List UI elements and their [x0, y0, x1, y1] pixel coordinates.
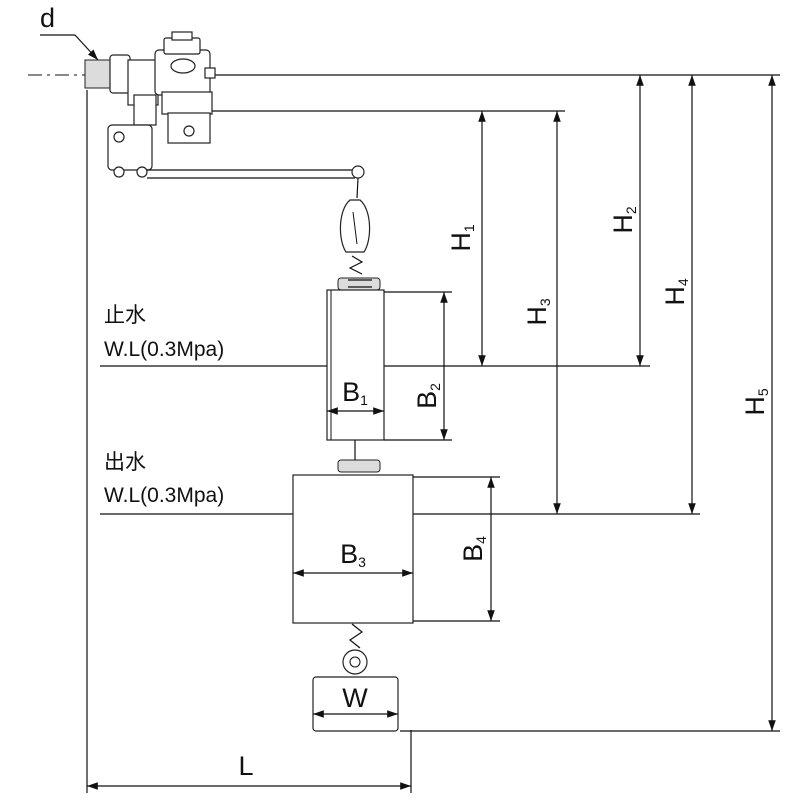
upper-float-clip — [337, 277, 381, 291]
carabiner-hook — [339, 177, 371, 275]
h2-label: H2 — [608, 206, 639, 234]
d-leader-arrow — [74, 34, 99, 61]
b1-label: B1 — [342, 377, 368, 408]
stop-water-title: 止水 — [104, 304, 146, 327]
weight-hook — [342, 623, 368, 675]
l-label: L — [238, 751, 253, 781]
upper-float — [326, 289, 385, 441]
h3-label: H3 — [522, 298, 553, 326]
h4-label: H4 — [660, 278, 691, 306]
valve-body — [84, 31, 365, 179]
b2-label: B2 — [412, 383, 443, 409]
h1-label: H1 — [446, 224, 477, 252]
b4-label: B4 — [458, 536, 489, 562]
stop-water-level-text: W.L(0.3Mpa) — [104, 338, 224, 361]
lower-float — [292, 474, 414, 624]
out-water-level-text: W.L(0.3Mpa) — [104, 484, 224, 507]
w-label: W — [342, 683, 368, 713]
h5-label: H5 — [740, 388, 771, 416]
float-connector — [337, 440, 381, 473]
out-water-title: 出水 — [104, 451, 146, 474]
d-label: d — [40, 3, 55, 33]
b3-label: B3 — [340, 539, 366, 570]
